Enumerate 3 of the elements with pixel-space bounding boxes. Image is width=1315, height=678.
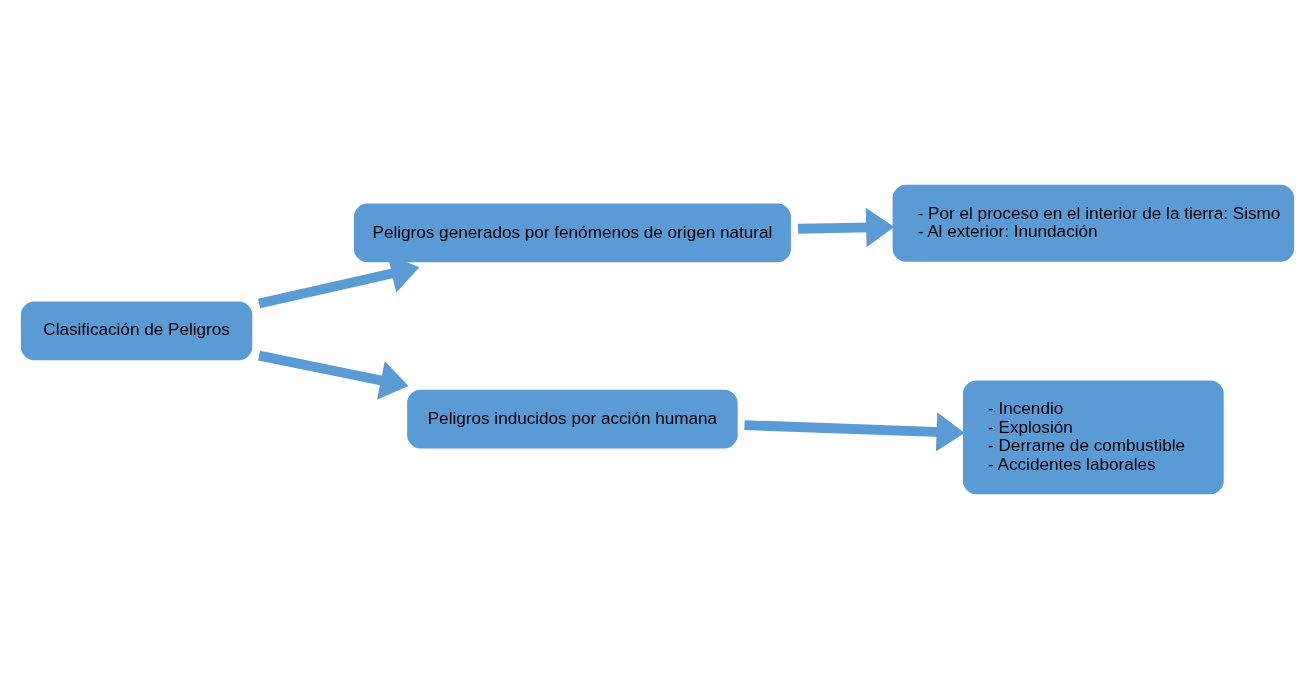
arrow	[258, 350, 409, 400]
arrow	[797, 207, 895, 247]
arrow	[744, 411, 965, 452]
